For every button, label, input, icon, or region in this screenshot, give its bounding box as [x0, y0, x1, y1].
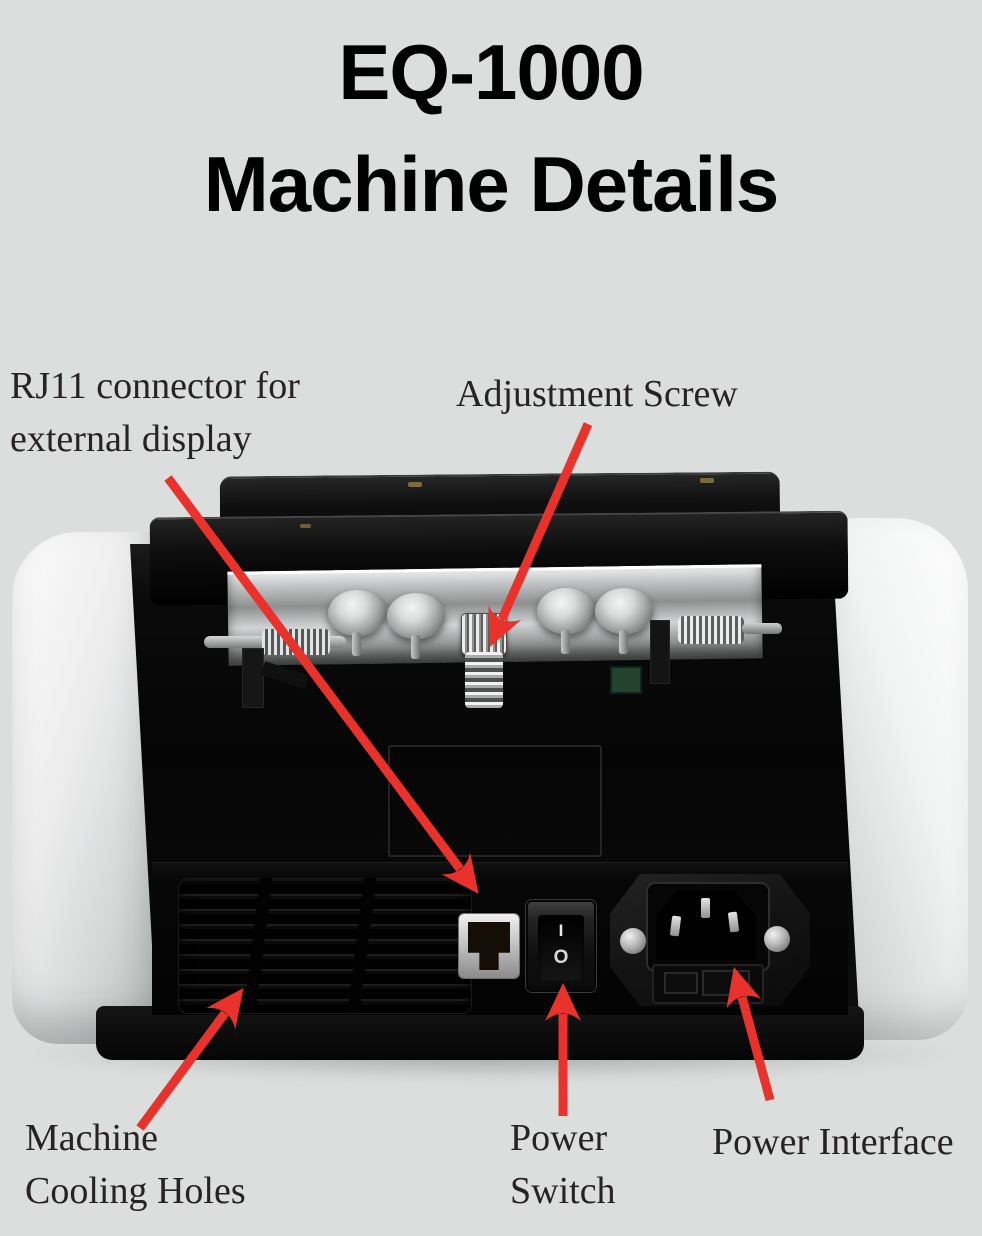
left-spring: [262, 629, 330, 655]
roller-screw-dome: [537, 588, 595, 634]
sensor-board: [610, 666, 642, 694]
right-axle-rod: [742, 623, 782, 634]
right-post: [650, 620, 670, 684]
mounting-screw: [764, 926, 790, 952]
adjustment-screw-head: [461, 613, 507, 655]
label-cooling-holes: Machine Cooling Holes: [25, 1112, 246, 1218]
label-line: RJ11 connector for: [10, 365, 300, 407]
label-line: Switch: [510, 1170, 616, 1212]
screw-glint: [408, 482, 422, 487]
roller-screw-dome: [387, 593, 445, 639]
screw-glint: [300, 524, 311, 528]
label-line: Power Interface: [712, 1121, 954, 1163]
power-pin: [701, 898, 710, 918]
roller-screw-dome: [595, 588, 653, 634]
screw-glint: [700, 478, 714, 483]
roller-stem: [352, 632, 361, 656]
label-power-switch: Power Switch: [510, 1112, 616, 1218]
page-title-subtitle: Machine Details: [203, 140, 780, 228]
label-power-interface: Power Interface: [712, 1116, 954, 1169]
body-recessed-panel: [388, 745, 602, 857]
right-spring: [678, 616, 744, 644]
mounting-screw: [620, 928, 646, 954]
label-line: Cooling Holes: [25, 1170, 246, 1212]
power-switch-rocker[interactable]: [538, 915, 584, 981]
label-rj11-connector: RJ11 connector for external display: [10, 360, 300, 466]
fuse-drawer-slot: [664, 972, 698, 994]
roller-stem: [561, 630, 570, 654]
left-bracket: [242, 648, 264, 708]
power-switch-off-marking: O: [553, 947, 569, 968]
power-switch-on-marking: I: [558, 921, 564, 940]
label-adjustment-screw: Adjustment Screw: [456, 368, 738, 421]
roller-stem: [411, 635, 420, 659]
label-line: Adjustment Screw: [456, 373, 738, 415]
label-line: external display: [10, 418, 252, 460]
roller-stem: [619, 630, 628, 654]
roller-screw-dome: [328, 590, 386, 636]
page-title-model: EQ-1000: [338, 28, 644, 116]
label-line: Power: [510, 1117, 608, 1159]
adjustment-screw-spring: [465, 652, 503, 708]
machine-cooling-holes: [178, 878, 472, 1014]
fuse-drawer-slot: [702, 970, 750, 996]
label-line: Machine: [25, 1117, 158, 1159]
page-title: EQ-1000 Machine Details: [0, 16, 982, 240]
